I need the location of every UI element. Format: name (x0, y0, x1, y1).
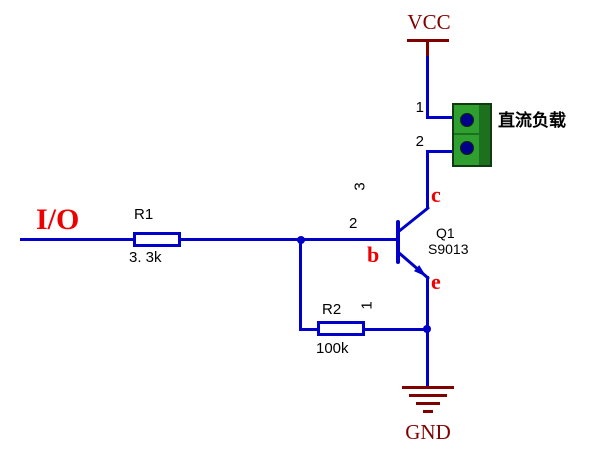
q1-designator: Q1 (436, 225, 455, 241)
gnd-label: GND (405, 420, 451, 444)
gnd-bar-3 (416, 402, 440, 405)
r1-designator: R1 (134, 206, 154, 223)
resistor-r1-body (133, 232, 181, 247)
wire-vcc-to-pin1 (426, 56, 429, 119)
wire-pin2-stub (426, 150, 453, 153)
wire-io-to-r1 (20, 238, 133, 241)
q1-part-number: S9013 (428, 241, 469, 257)
q1-collector-label: c (431, 182, 441, 207)
transistor-q1-symbol (396, 206, 430, 280)
wire-junction-to-base (300, 238, 398, 241)
npn-emitter-arrow (414, 265, 427, 277)
q1-collector-pin-number: 3 (351, 182, 369, 191)
vcc-stub-wire (426, 41, 429, 58)
wire-pin1-stub (426, 116, 453, 119)
gnd-bar-2 (409, 394, 447, 397)
wire-emitter-to-gnd (426, 276, 429, 388)
wire-pin2-to-collector (426, 150, 429, 209)
connector-pin1-contact (460, 113, 474, 127)
r2-designator: R2 (322, 301, 342, 318)
terminal-block-band (479, 105, 490, 165)
connector-pin1-number: 1 (415, 99, 424, 116)
q1-emitter-pin-number: 1 (358, 301, 376, 310)
wire-r1-to-junction (181, 238, 304, 241)
q1-emitter-label: e (431, 269, 441, 294)
resistor-r2-body (317, 321, 365, 336)
gnd-bar-1 (402, 386, 454, 389)
connector-pin2-number: 2 (415, 133, 424, 150)
io-label: I/O (36, 203, 80, 236)
q1-base-label: b (367, 242, 380, 267)
r1-value: 3. 3k (129, 249, 162, 266)
wire-r2-to-emitter (365, 328, 428, 331)
dc-load-label: 直流负载 (498, 111, 566, 130)
connector-pin2-contact (460, 141, 474, 155)
gnd-bar-4 (423, 410, 433, 413)
wire-junction-down (299, 240, 302, 330)
q1-base-pin-number: 2 (349, 215, 358, 232)
wire-to-r2 (299, 328, 317, 331)
r2-value: 100k (316, 340, 349, 357)
vcc-bar (407, 39, 449, 42)
vcc-label: VCC (407, 10, 451, 34)
terminal-block-divider (454, 133, 479, 135)
